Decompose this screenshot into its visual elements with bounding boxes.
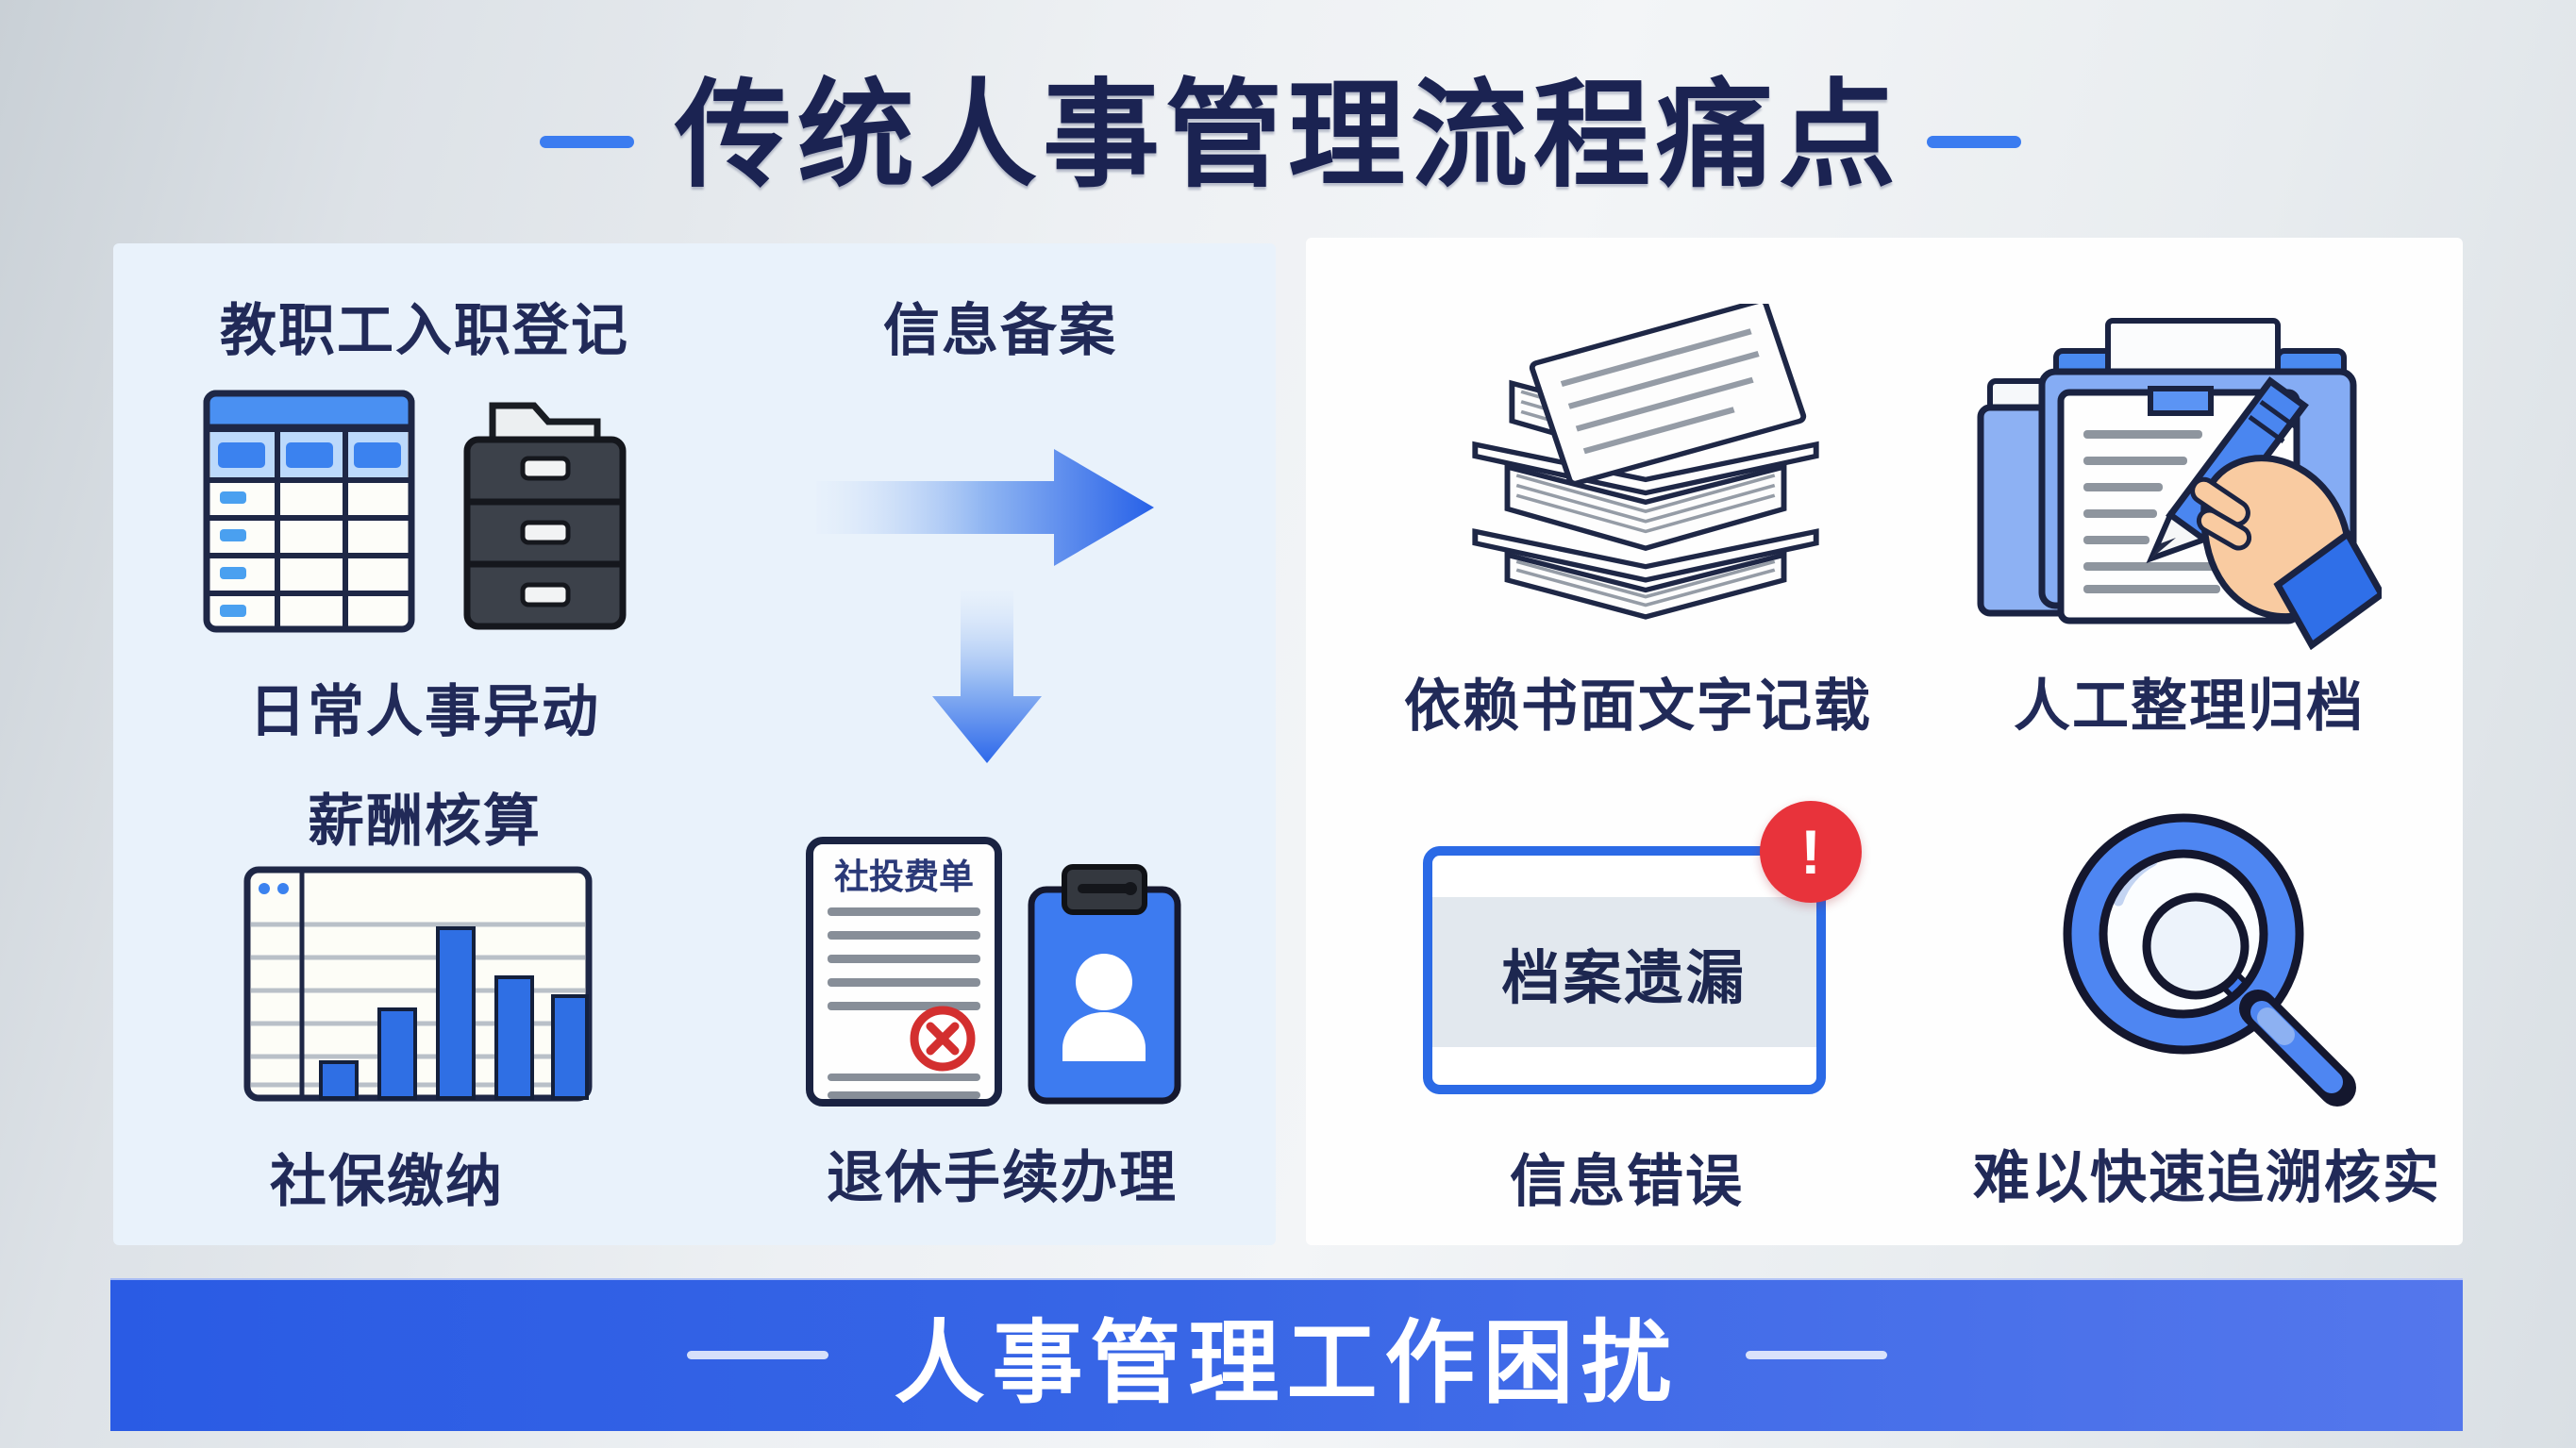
bottom-banner: 人事管理工作困扰 <box>110 1278 2463 1431</box>
rejected-document-icon: 社投费单 <box>806 837 1002 1107</box>
arrow-down-icon <box>932 591 1042 763</box>
label-filing: 信息备案 <box>883 299 1117 362</box>
label-social-security: 社保缴纳 <box>270 1150 504 1213</box>
arrow-right-icon <box>816 449 1154 566</box>
missing-file-card: 档案遗漏 ! <box>1423 801 1862 1094</box>
label-hard-to-trace: 难以快速追溯核实 <box>1973 1146 2441 1209</box>
doc-sheet-title: 社投费单 <box>834 857 974 896</box>
label-daily-change: 日常人事异动 <box>249 680 600 743</box>
missing-file-text: 档案遗漏 <box>1432 897 1816 1047</box>
alert-badge-icon: ! <box>1760 801 1862 903</box>
label-manual-archive: 人工整理归档 <box>2014 674 2365 738</box>
title-dash-right-icon <box>1927 136 2021 148</box>
filing-cabinet-icon <box>463 402 627 630</box>
label-info-error: 信息错误 <box>1510 1150 1744 1213</box>
magnifier-icon <box>2063 813 2356 1107</box>
label-onboarding: 教职工入职登记 <box>220 299 629 362</box>
label-retirement: 退休手续办理 <box>827 1146 1178 1209</box>
banner-dash-right-icon <box>1745 1350 1887 1359</box>
title-dash-left-icon <box>540 136 634 148</box>
id-clipboard-icon <box>1028 864 1181 1105</box>
banner-dash-left-icon <box>686 1350 828 1359</box>
folder-writing-icon <box>1977 318 2382 650</box>
bar-chart-icon <box>243 866 593 1102</box>
page-title: 传统人事管理流程痛点 <box>674 71 1901 201</box>
banner-title: 人事管理工作困扰 <box>894 1312 1680 1414</box>
spreadsheet-table-icon <box>203 390 415 633</box>
paper-stack-icon <box>1472 304 1819 620</box>
process-panel: 教职工入职登记 信息备案 <box>113 243 1276 1245</box>
label-payroll: 薪酬核算 <box>308 790 542 853</box>
label-paper-records: 依赖书面文字记载 <box>1404 674 1872 738</box>
pain-points-panel: 依赖书面文字记载 人工整理归档 档案遗漏 ! 信息错误 难以快速追溯核实 <box>1306 238 2463 1245</box>
